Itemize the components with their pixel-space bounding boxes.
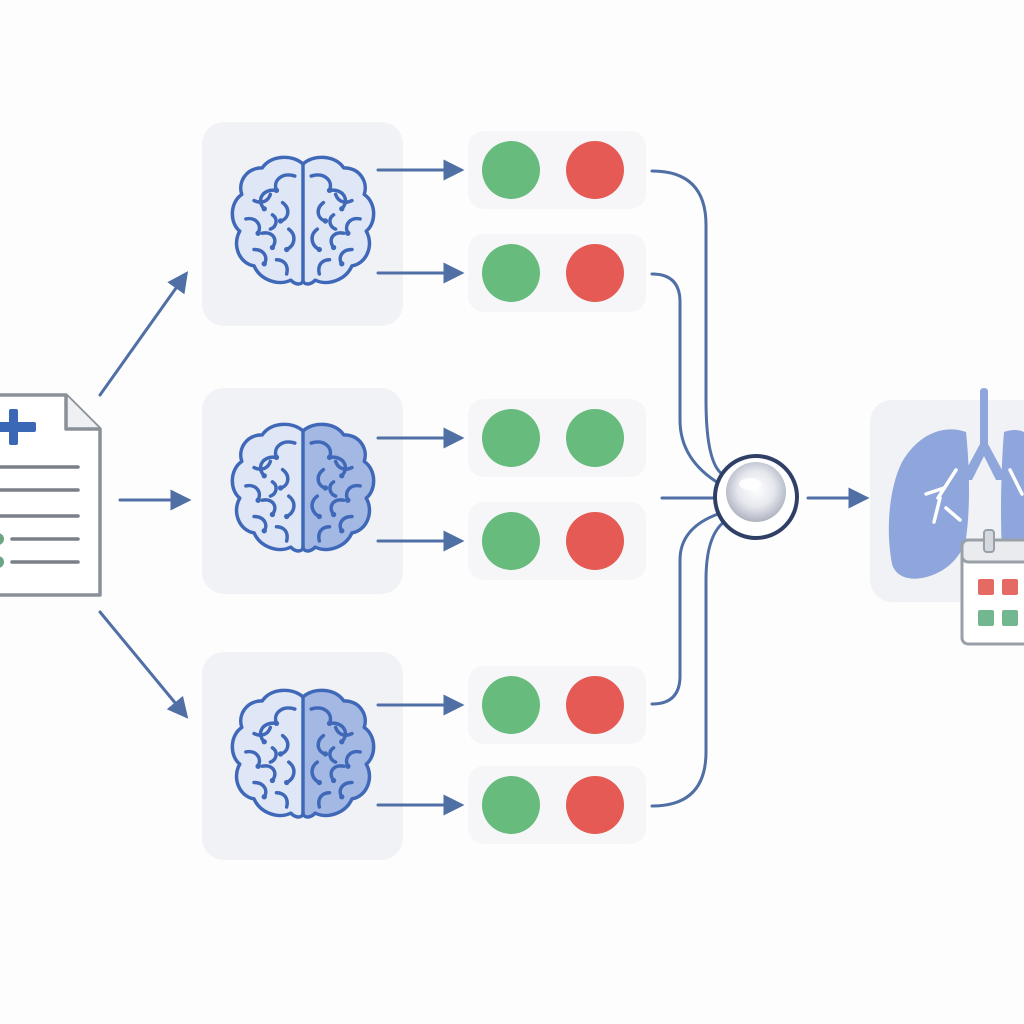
calendar-grid-icon	[960, 529, 1024, 646]
negative-indicator	[566, 141, 624, 199]
positive-indicator	[482, 244, 540, 302]
output-pair-1-2	[468, 234, 646, 312]
brain-icon	[230, 688, 376, 819]
medical-record-icon	[0, 393, 102, 597]
brain-icon	[230, 422, 376, 553]
negative-indicator	[566, 776, 624, 834]
arrow-to-model-3	[98, 610, 189, 719]
positive-indicator	[566, 409, 624, 467]
positive-indicator	[482, 776, 540, 834]
positive-indicator	[482, 141, 540, 199]
output-pair-1-1	[468, 131, 646, 209]
brain-icon	[230, 155, 376, 286]
negative-indicator	[566, 512, 624, 570]
negative-indicator	[566, 676, 624, 734]
positive-indicator	[482, 512, 540, 570]
positive-indicator	[482, 676, 540, 734]
output-pair-3-1	[468, 666, 646, 744]
merge-connectors	[650, 169, 726, 808]
positive-indicator	[482, 409, 540, 467]
output-pair-2-1	[468, 399, 646, 477]
ensemble-node-icon	[713, 454, 799, 540]
arrow-to-model-1	[98, 271, 189, 397]
output-pair-2-2	[468, 502, 646, 580]
output-pair-3-2	[468, 766, 646, 844]
negative-indicator	[566, 244, 624, 302]
